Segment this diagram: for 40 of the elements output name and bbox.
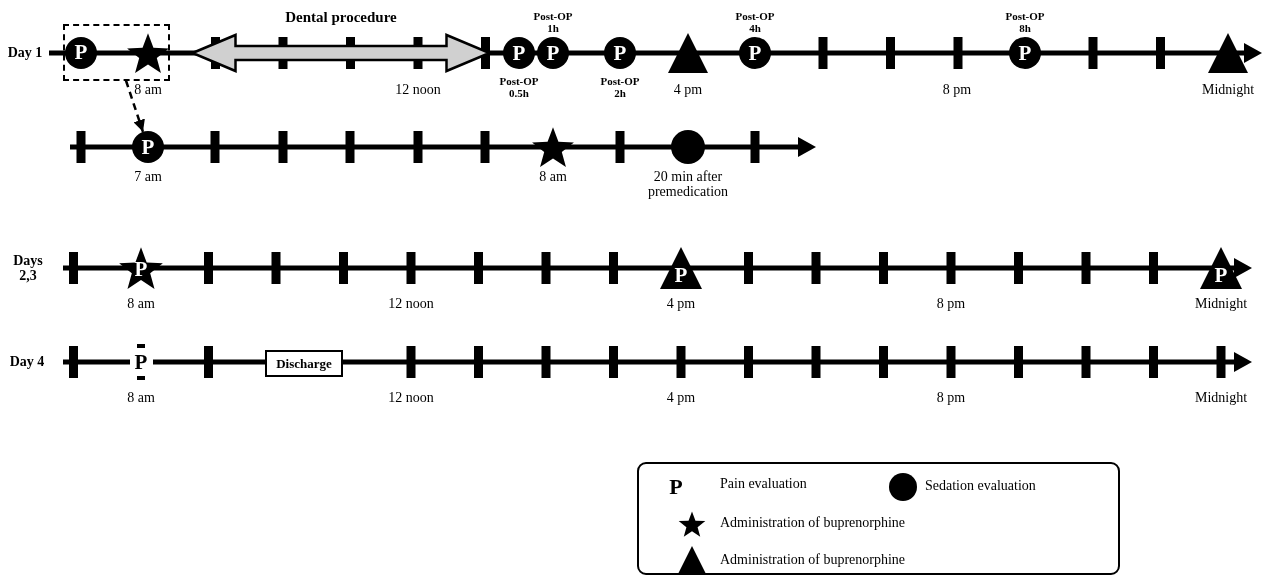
- circle-marker: P: [537, 37, 569, 69]
- legend-symbol: P: [669, 474, 683, 500]
- triangle-marker: [668, 33, 708, 73]
- circle-marker: P: [503, 37, 535, 69]
- legend-text: Sedation evaluation: [925, 479, 1036, 493]
- circle-marker: P: [65, 36, 97, 69]
- pain-mark: P: [133, 344, 149, 380]
- circle-marker: P: [132, 131, 164, 163]
- circle-marker: [671, 130, 705, 164]
- post-op-label: Post-OP 0.5h: [498, 75, 540, 100]
- row-label: Days 2,3: [12, 252, 44, 284]
- time-label: 12 noon: [388, 390, 434, 406]
- dashed-box: [63, 23, 170, 81]
- time-label: 8 am: [127, 296, 155, 312]
- time-label: 7 am: [134, 169, 162, 185]
- post-op-label: Post-OP 8h: [1004, 10, 1046, 35]
- post-op-label: Post-OP 2h: [599, 75, 641, 100]
- time-label: 12 noon: [388, 296, 434, 312]
- time-label: Midnight: [1194, 390, 1248, 406]
- circle-marker: P: [739, 37, 771, 69]
- time-label: 8 pm: [936, 296, 966, 312]
- triangle-marker: P: [660, 247, 702, 289]
- time-label: 8 am: [134, 82, 162, 98]
- post-op-label: Post-OP 4h: [734, 10, 776, 35]
- circle-marker: P: [1009, 37, 1041, 69]
- circle-marker: P: [604, 37, 636, 69]
- dashed-arrow: [124, 80, 145, 133]
- time-label: 8 am: [127, 390, 155, 406]
- row-label: Day 4: [9, 354, 45, 370]
- time-label: 8 pm: [936, 390, 966, 406]
- discharge-box: Discharge: [265, 350, 343, 377]
- note: 20 min after premedication: [646, 168, 730, 200]
- time-label: 4 pm: [666, 390, 696, 406]
- legend-text: Administration of buprenorphine: [720, 553, 906, 567]
- time-label: 12 noon: [395, 82, 441, 98]
- legend-text: Pain evaluation: [720, 477, 807, 491]
- triangle-marker: P: [1200, 247, 1242, 289]
- post-op-label: Post-OP 1h: [532, 10, 574, 35]
- legend-text: Administration of buprenorphine: [720, 516, 906, 530]
- time-label: 8 am: [539, 169, 567, 185]
